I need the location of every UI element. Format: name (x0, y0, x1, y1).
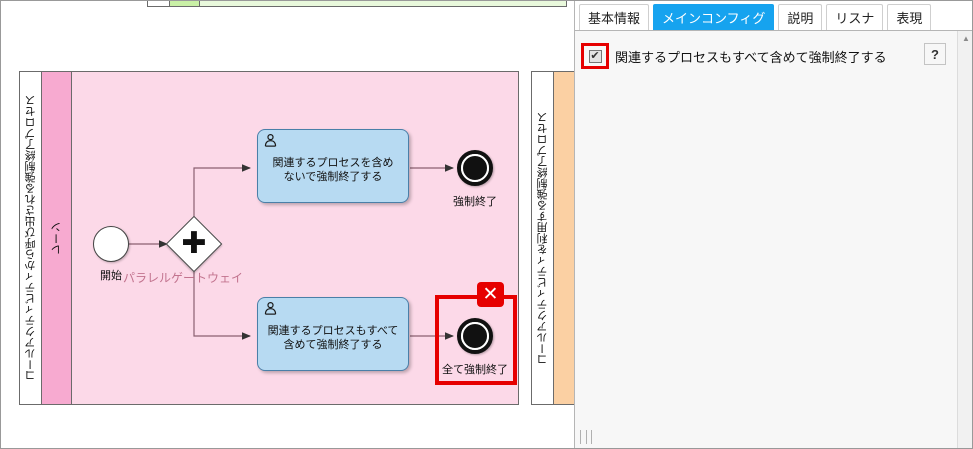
end-event-highlight-box (435, 295, 517, 385)
property-row: ✔ 関連するプロセスもすべて含めて強制終了する ? (581, 41, 950, 71)
checkbox-highlight-box (581, 43, 609, 69)
terminate-all-checkbox-label: 関連するプロセスもすべて含めて強制終了する (615, 49, 887, 65)
end-event-terminate-all[interactable] (457, 318, 493, 354)
parallel-gateway-icon: ✚ (181, 227, 207, 260)
start-event[interactable] (93, 226, 129, 262)
pool-orange-label: コールアクティビティを利用する強制終了プロセス (536, 111, 549, 365)
pool-green-lane-header (170, 1, 200, 6)
properties-panel: 基本情報 メインコンフィグ 説明 リスナ 表現 ✔ (574, 1, 972, 448)
tab-listener[interactable]: リスナ (826, 4, 884, 30)
tab-bar: 基本情報 メインコンフィグ 説明 リスナ 表現 (575, 1, 972, 31)
task-exclude-related-label: 関連するプロセスを含め ないで強制終了する (272, 157, 394, 183)
tab-expression[interactable]: 表現 (887, 4, 932, 30)
parallel-gateway-label: パラレルゲートウェイ (123, 271, 244, 285)
end-event-terminate-all-label: 全て強制終了 (442, 364, 508, 376)
close-icon-glyph: ✕ (482, 284, 499, 305)
task-include-related-label: 関連するプロセスもすべて 含めて強制終了する (267, 325, 399, 351)
end-event-terminate-label: 強制終了 (453, 196, 497, 208)
task-include-related[interactable]: 関連するプロセスもすべて 含めて強制終了する (257, 297, 409, 371)
pool-pink-lane-label: レーン (50, 221, 63, 255)
pool-green[interactable] (147, 1, 567, 7)
panel-scrollbar[interactable]: ▲ (957, 31, 972, 448)
pool-orange-header: コールアクティビティを利用する強制終了プロセス (532, 72, 554, 404)
scroll-up-arrow-icon[interactable]: ▲ (958, 31, 972, 46)
tab-description[interactable]: 説明 (778, 4, 823, 30)
end-event-terminate[interactable] (457, 150, 493, 186)
tab-main-config[interactable]: メインコンフィグ (653, 4, 775, 30)
help-button[interactable]: ? (924, 43, 946, 65)
checkbox-wrapper[interactable]: ✔ (581, 43, 609, 69)
start-event-label: 開始 (100, 270, 122, 282)
user-task-icon (264, 133, 277, 147)
tab-expression-label: 表現 (896, 11, 923, 26)
terminate-all-checkbox[interactable]: ✔ (588, 49, 602, 63)
tab-listener-label: リスナ (835, 11, 875, 26)
help-icon: ? (931, 46, 939, 62)
tab-basic-info-label: 基本情報 (588, 11, 641, 26)
pool-pink-label: コールアクティビティから呼び出される強制終了プロセス (24, 95, 37, 381)
resize-handle[interactable] (580, 430, 592, 444)
close-icon[interactable]: ✕ (477, 282, 504, 307)
pool-green-header (148, 1, 170, 6)
pool-pink-header: コールアクティビティから呼び出される強制終了プロセス (20, 72, 42, 404)
tab-description-label: 説明 (787, 11, 814, 26)
pool-pink-lane-header: レーン (42, 72, 72, 404)
checkbox-check-icon: ✔ (590, 49, 600, 62)
scroll-up-glyph: ▲ (962, 34, 970, 43)
user-task-icon (264, 301, 277, 315)
tab-main-config-label: メインコンフィグ (662, 11, 766, 26)
pool-green-lane-body[interactable] (200, 1, 566, 6)
task-exclude-related[interactable]: 関連するプロセスを含め ないで強制終了する (257, 129, 409, 203)
tab-basic-info[interactable]: 基本情報 (579, 4, 650, 30)
panel-body: ✔ 関連するプロセスもすべて含めて強制終了する ? (575, 31, 958, 448)
